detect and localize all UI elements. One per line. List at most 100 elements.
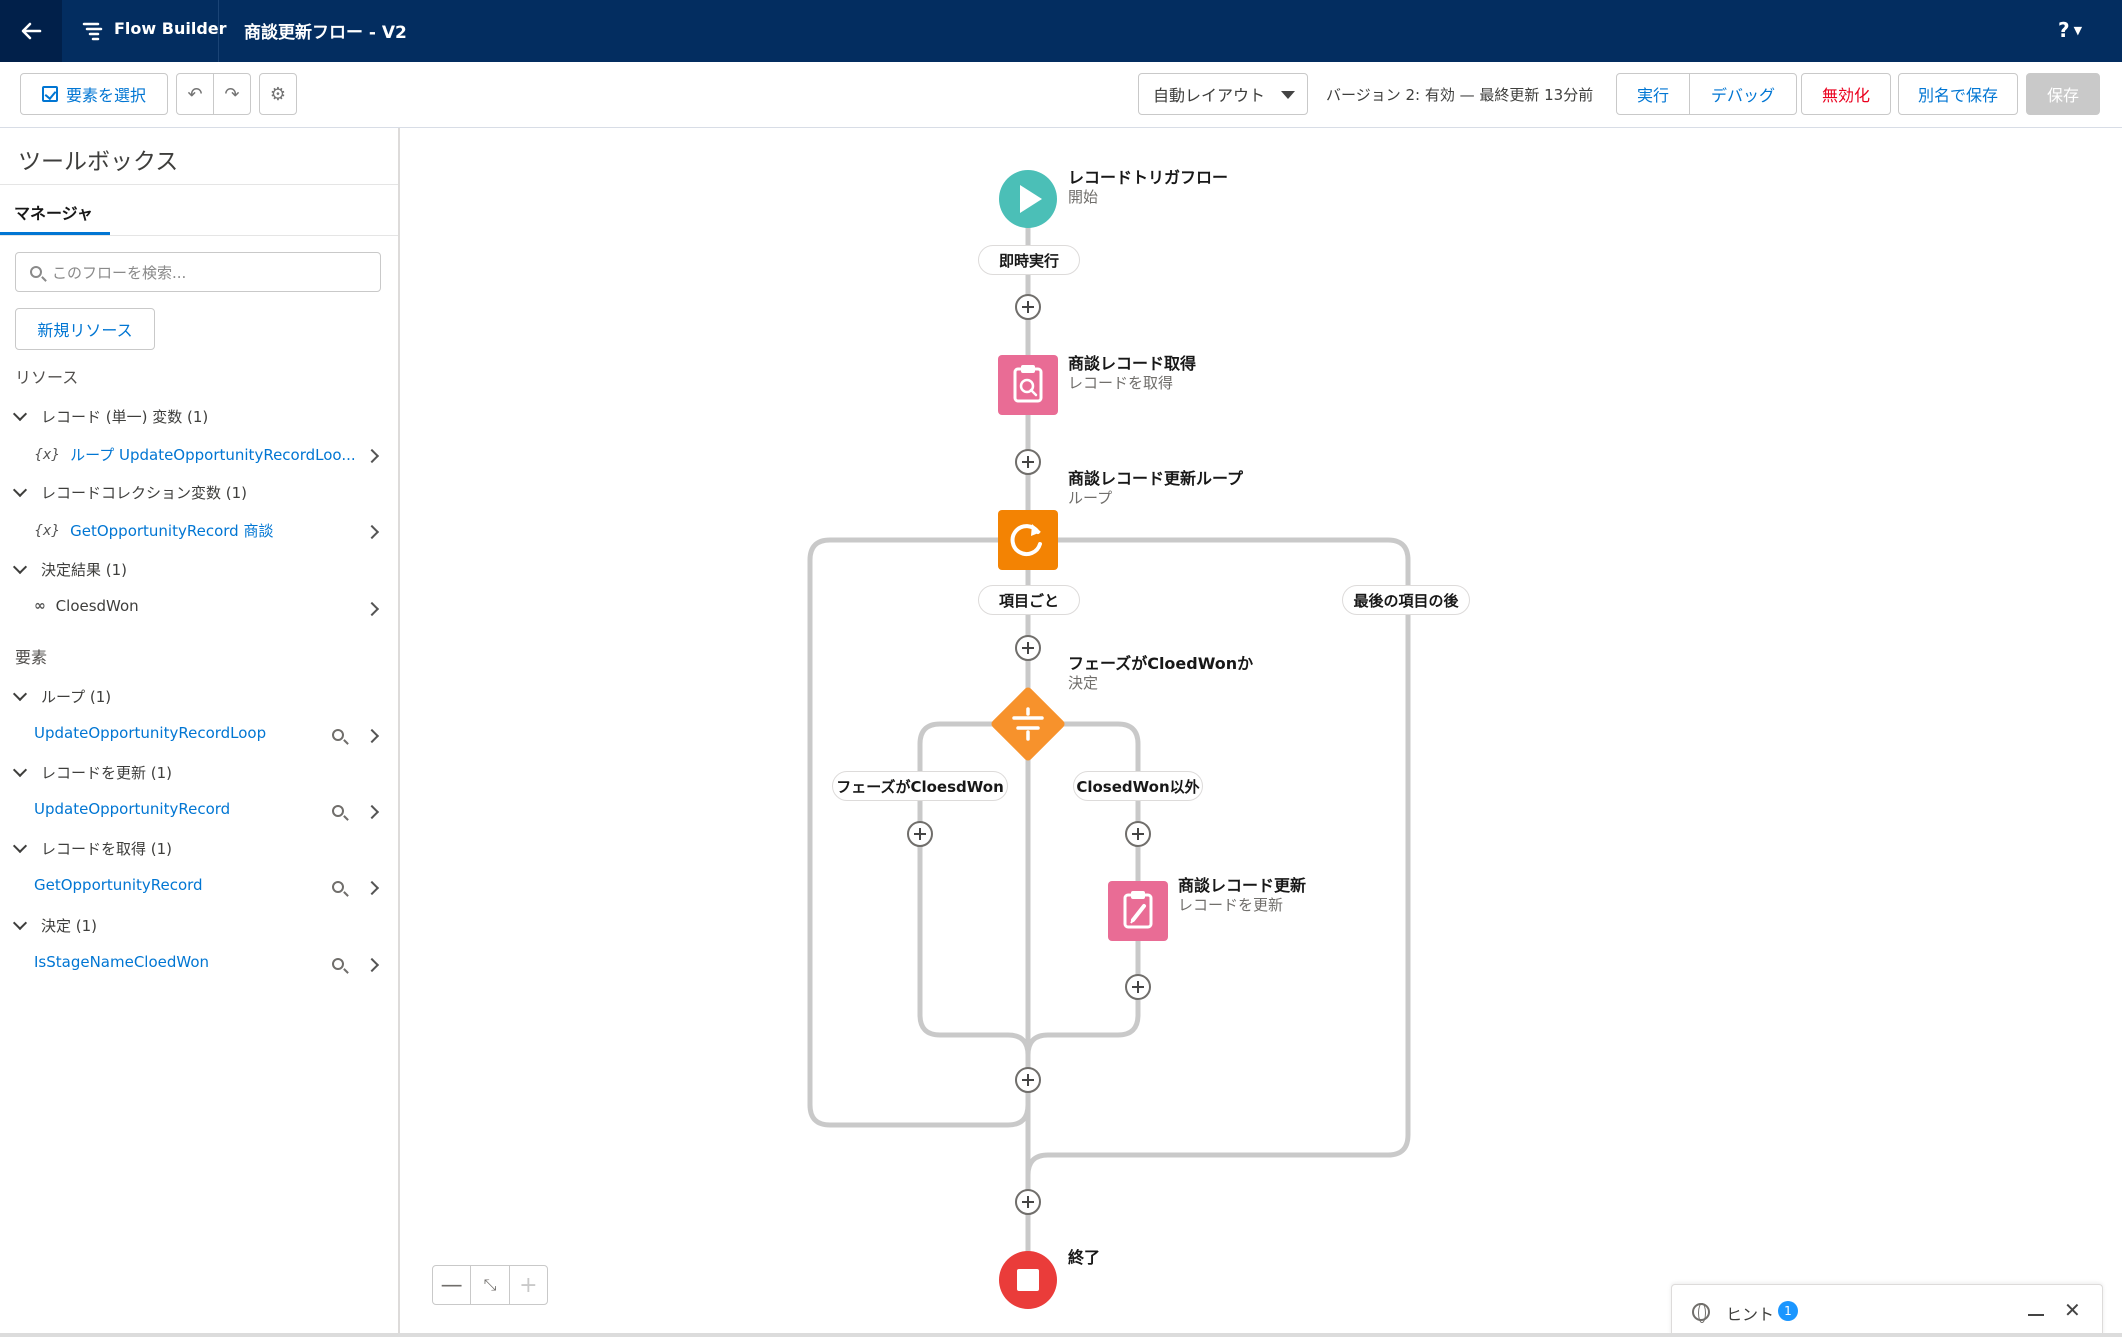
hint-label: ヒント [1726, 1305, 1775, 1324]
get-record-node-box [998, 355, 1058, 415]
save-as-button[interactable]: 別名で保存 [1898, 73, 2018, 115]
hint-panel[interactable]: ヒント 1 ✕ [1671, 1284, 2103, 1337]
redo-button[interactable]: ↷ [213, 73, 251, 115]
end-node[interactable] [998, 1250, 1058, 1310]
tree-group-label: レコードコレクション変数 (1) [41, 484, 248, 502]
undo-icon: ↶ [187, 83, 203, 105]
dropdown-caret-icon [1281, 91, 1295, 99]
update-record-title: 商談レコード更新 [1178, 876, 1307, 895]
get-record-title: 商談レコード取得 [1068, 354, 1197, 373]
resource-item-label: GetOpportunityRecord 商談 [70, 522, 274, 540]
deactivate-button[interactable]: 無効化 [1801, 73, 1891, 115]
get-record-node[interactable] [998, 355, 1058, 415]
search-input[interactable]: このフローを検索... [15, 252, 381, 292]
branch-closed-won-label: フェーズがCloesdWon [832, 771, 1008, 801]
loop-node[interactable] [998, 510, 1058, 570]
debug-button[interactable]: デバッグ [1689, 73, 1797, 115]
toolbox-panel: ツールボックス マネージャ このフローを検索... 新規リソース リソース レコ… [0, 128, 400, 1337]
element-item-loop[interactable]: UpdateOpportunityRecordLoop [34, 724, 267, 742]
search-icon[interactable] [332, 729, 344, 741]
toolbox-title: ツールボックス [18, 149, 179, 175]
start-node[interactable] [998, 169, 1058, 229]
tab-manager[interactable]: マネージャ [14, 204, 93, 223]
help-menu-button[interactable]: ? ▼ [2058, 18, 2082, 42]
bottom-border [0, 1333, 2122, 1337]
save-button[interactable]: 保存 [2026, 73, 2100, 115]
help-icon: ? [2058, 18, 2070, 42]
resource-item-label: CloesdWon [55, 597, 139, 615]
tree-group-decision-outcome[interactable]: 決定結果 (1) [12, 559, 127, 580]
undo-button[interactable]: ↶ [176, 73, 214, 115]
element-item-get-record[interactable]: GetOpportunityRecord [34, 876, 203, 894]
tree-group-record-variable[interactable]: レコード (単一) 変数 (1) [12, 406, 208, 427]
search-icon[interactable] [332, 958, 344, 970]
run-button[interactable]: 実行 [1616, 73, 1690, 115]
element-item-decision[interactable]: IsStageNameCloedWon [34, 953, 210, 971]
select-elements-label: 要素を選択 [65, 86, 146, 105]
globe-icon [1692, 1303, 1710, 1323]
update-record-node[interactable] [1108, 881, 1168, 941]
new-resource-button[interactable]: 新規リソース [15, 308, 155, 350]
zoom-in-button[interactable]: + [510, 1266, 547, 1304]
add-element-button[interactable] [1014, 1066, 1042, 1094]
decision-node[interactable] [987, 683, 1069, 765]
start-node-subtitle: 開始 [1068, 188, 1099, 206]
active-tab-indicator [0, 232, 110, 235]
minimize-icon[interactable] [2028, 1314, 2044, 1316]
search-icon[interactable] [332, 881, 344, 893]
minus-icon: — [440, 1272, 463, 1298]
flow-builder-logo-icon [82, 22, 103, 41]
search-icon [30, 266, 42, 278]
settings-button[interactable]: ⚙ [259, 73, 297, 115]
back-button[interactable] [0, 0, 62, 62]
loop-subtitle: ループ [1068, 489, 1113, 507]
resource-item-get-opportunity[interactable]: {x} GetOpportunityRecord 商談 [34, 520, 273, 541]
layout-select[interactable]: 自動レイアウト [1138, 73, 1308, 115]
decision-subtitle: 決定 [1068, 674, 1099, 692]
zoom-out-button[interactable]: — [433, 1266, 472, 1304]
plus-icon: + [519, 1272, 538, 1298]
app-header: Flow Builder 商談更新フロー - V2 ? ▼ [0, 0, 2122, 62]
start-node-title: レコードトリガフロー [1068, 168, 1229, 187]
resource-item-label: ループ UpdateOpportunityRecordLoo... [70, 446, 356, 464]
variable-icon: {x} [34, 446, 61, 463]
hint-count-badge: 1 [1778, 1301, 1798, 1321]
search-placeholder: このフローを検索... [52, 263, 187, 282]
fit-arrows-icon: ⤡ [483, 1275, 497, 1294]
tree-group-update-records[interactable]: レコードを更新 (1) [12, 762, 173, 783]
tree-group-get-records[interactable]: レコードを取得 (1) [12, 838, 173, 859]
add-element-button[interactable] [906, 820, 934, 848]
flow-canvas[interactable] [402, 128, 2122, 1337]
resource-item-loop-variable[interactable]: {x} ループ UpdateOpportunityRecordLoo... [34, 444, 356, 465]
add-element-button[interactable] [1014, 293, 1042, 321]
select-elements-button[interactable]: 要素を選択 [20, 73, 168, 115]
add-element-button[interactable] [1014, 448, 1042, 476]
add-element-button[interactable] [1014, 634, 1042, 662]
version-status: バージョン 2: 有効 — 最終更新 13分前 [1326, 86, 1594, 104]
element-item-update-record[interactable]: UpdateOpportunityRecord [34, 800, 231, 818]
immediate-path-label: 即時実行 [978, 245, 1080, 275]
tree-group-label: レコードを更新 (1) [41, 764, 173, 782]
tree-group-label: レコードを取得 (1) [41, 840, 173, 858]
fit-to-view-button[interactable]: ⤡ [471, 1266, 510, 1304]
loop-icon [1010, 524, 1042, 557]
tree-group-loop[interactable]: ループ (1) [12, 686, 111, 707]
loop-node-box [998, 510, 1058, 570]
tree-group-record-collection[interactable]: レコードコレクション変数 (1) [12, 482, 248, 503]
divider [0, 184, 398, 185]
add-element-button[interactable] [1014, 1188, 1042, 1216]
variable-icon: {x} [34, 522, 61, 539]
for-each-path-label: 項目ごと [978, 585, 1080, 615]
app-name: Flow Builder [114, 19, 227, 38]
decision-title: フェーズがCloedWonか [1068, 654, 1254, 673]
tree-group-decision[interactable]: 決定 (1) [12, 915, 97, 936]
redo-icon: ↷ [224, 83, 240, 105]
search-icon [1019, 378, 1035, 394]
resource-item-closed-won[interactable]: ∞ CloesdWon [34, 597, 139, 615]
pencil-icon [1131, 904, 1146, 922]
close-icon[interactable]: ✕ [2064, 1298, 2081, 1322]
add-element-button[interactable] [1124, 820, 1152, 848]
add-element-button[interactable] [1124, 973, 1152, 1001]
get-record-subtitle: レコードを取得 [1068, 374, 1174, 392]
search-icon[interactable] [332, 805, 344, 817]
